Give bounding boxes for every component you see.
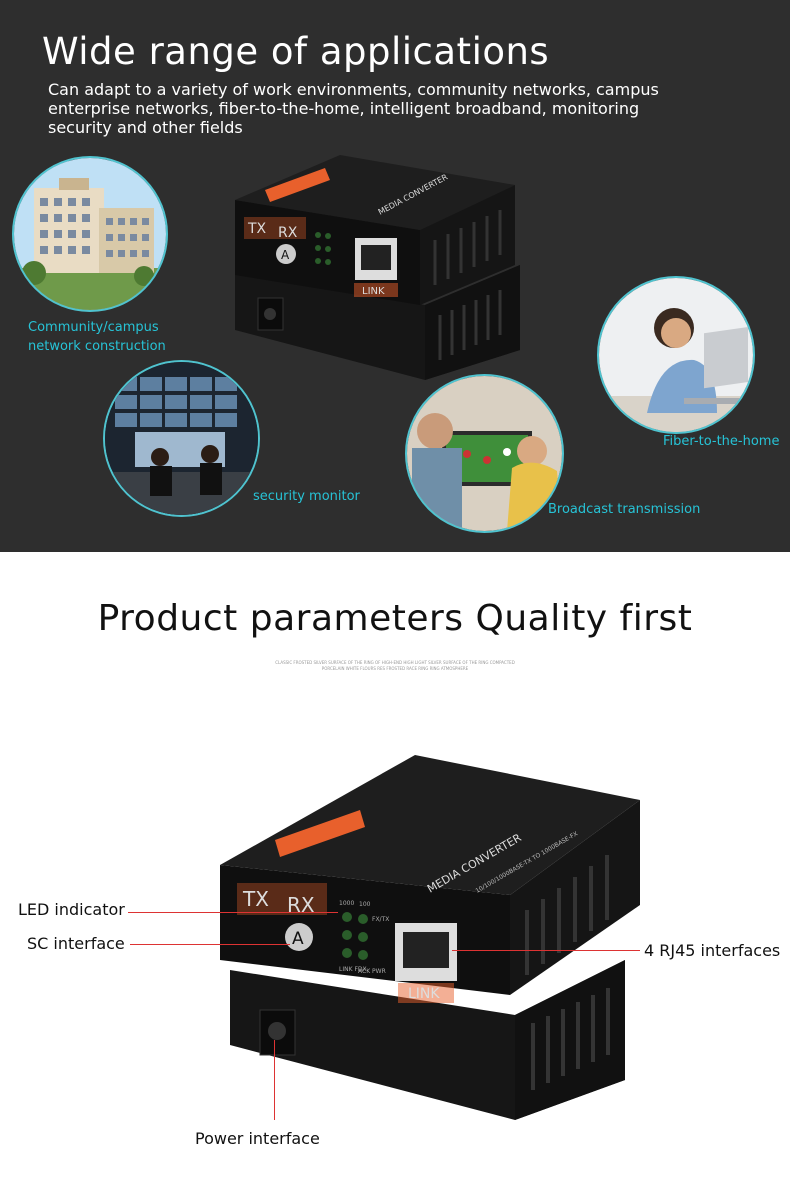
port-letter-large: A	[292, 929, 304, 949]
led-indicators	[342, 912, 368, 960]
fine-print-line2: PORCELAIN WHITE FLOURS RES FROSTED RACE …	[321, 666, 469, 671]
community-caption-line1: Community/campus	[28, 320, 159, 335]
power-callout-line	[274, 1040, 275, 1120]
port-letter-small: A	[281, 248, 290, 262]
applications-section: Wide range of applications Can adapt to …	[0, 0, 790, 552]
rj45-interfaces-callout: 4 RJ45 interfaces	[644, 941, 781, 960]
community-caption-line2: network construction	[28, 339, 166, 354]
ftth-caption: Fiber-to-the-home	[663, 434, 780, 449]
led-linkfdx-label: LINK FDX	[339, 966, 367, 973]
community-caption: Community/campus network construction	[28, 318, 166, 356]
subtitle-line: enterprise networks, fiber-to-the-home, …	[48, 99, 640, 118]
led-indicator-callout: LED indicator	[18, 900, 125, 919]
security-caption: security monitor	[253, 489, 360, 504]
broadcast-photo	[405, 374, 564, 533]
rj45-callout-line	[452, 950, 640, 951]
link-label-large: LINK	[408, 986, 440, 1002]
rx-label-small: RX	[278, 225, 298, 241]
tx-label-small: TX	[247, 221, 267, 237]
led-callout-line	[128, 912, 338, 913]
applications-title: Wide range of applications	[42, 30, 550, 73]
led-fxtx-label: FX/TX	[372, 916, 389, 923]
fine-print-line1: CLASSIC FROSTED SILVER SURFACE OF THE RI…	[275, 660, 515, 665]
sc-callout-line	[130, 944, 290, 945]
media-converter-image-small: TX RX A LINK MEDIA CONVERTER	[230, 120, 530, 385]
security-monitor-photo	[103, 360, 260, 517]
subtitle-line: security and other fields	[48, 118, 243, 137]
led-1000-label: 1000	[339, 900, 354, 907]
tx-label-large: TX	[242, 887, 269, 911]
community-building-photo	[12, 156, 168, 312]
parameters-title: Product parameters Quality first	[97, 598, 693, 639]
media-converter-image-large: TX RX A 1000 100 FX/TX LINK FDX ACK PWR …	[215, 755, 645, 1120]
rx-label-large: RX	[287, 893, 315, 917]
sc-interface-callout: SC interface	[27, 934, 125, 953]
subtitle-line: Can adapt to a variety of work environme…	[48, 80, 659, 99]
power-interface-callout: Power interface	[195, 1129, 320, 1148]
fiber-to-home-photo	[597, 276, 755, 434]
led-ackpwr-label: ACK PWR	[358, 968, 386, 975]
link-label-small: LINK	[362, 286, 385, 297]
broadcast-caption: Broadcast transmission	[548, 502, 701, 517]
applications-subtitle: Can adapt to a variety of work environme…	[48, 80, 688, 137]
led-100-label: 100	[359, 901, 371, 908]
